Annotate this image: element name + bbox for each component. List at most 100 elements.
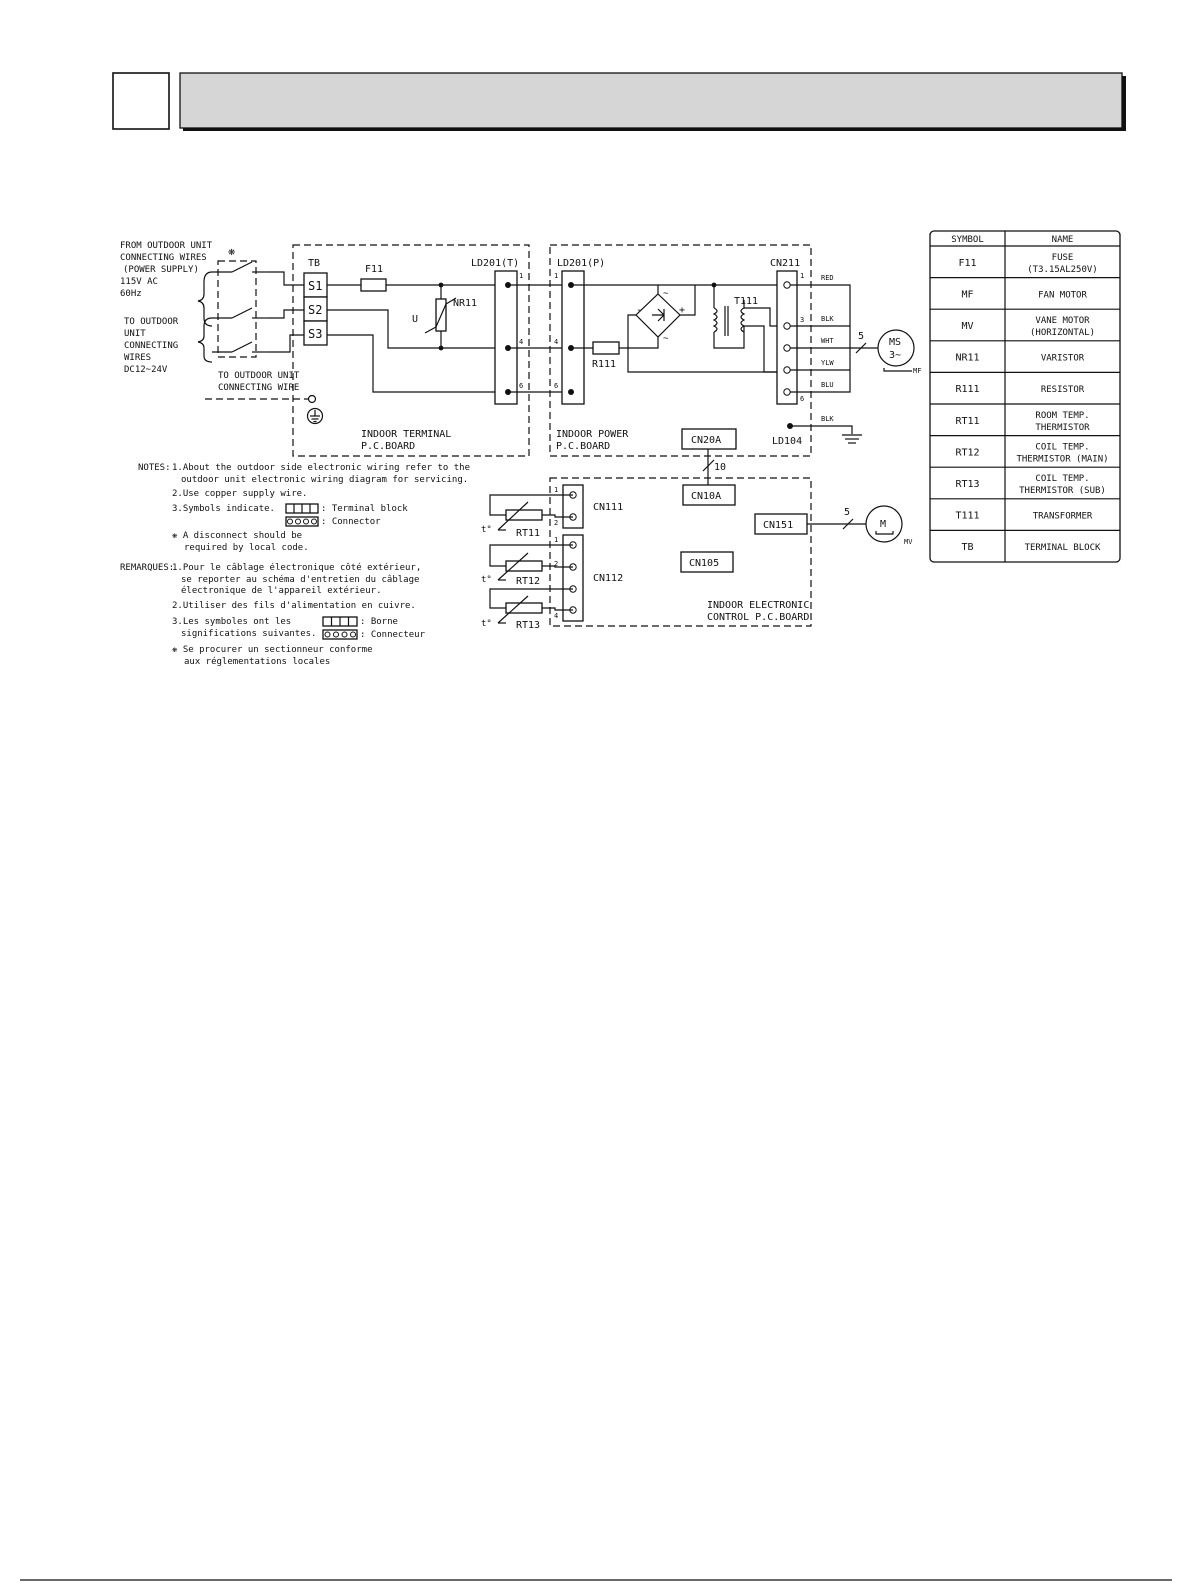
fan-motor-ms: MS 3~ MF [877, 329, 921, 375]
connector-cn20a [681, 428, 737, 450]
legend-symbol: RT11 [955, 416, 979, 427]
svg-text:t°: t° [481, 525, 492, 535]
legend-symbol: T111 [955, 511, 979, 522]
svg-text:P.C.BOARD: P.C.BOARD [361, 441, 415, 452]
ld201p-label: LD201(P) [557, 258, 605, 269]
svg-text:❋ A disconnect should be: ❋ A disconnect should be [172, 531, 302, 541]
svg-text:3: 3 [800, 316, 804, 324]
svg-text:4: 4 [554, 338, 558, 346]
svg-text:CN151: CN151 [763, 520, 793, 531]
to-outdoor-wire-label: TO OUTDOOR UNIT CONNECTING WIRE [218, 371, 300, 393]
svg-text:BLK: BLK [821, 315, 834, 323]
control-board-label: INDOOR ELECTRONIC CONTROL P.C.BOARD [707, 600, 809, 623]
svg-text:CONNECTING WIRE: CONNECTING WIRE [218, 383, 299, 393]
link-wire-count: 10 [714, 462, 726, 473]
legend-name: COIL TEMP. [1035, 474, 1089, 484]
svg-text:INDOOR ELECTRONIC: INDOOR ELECTRONIC [707, 600, 809, 611]
legend-symbol: R111 [955, 384, 979, 395]
svg-text:6: 6 [554, 382, 558, 390]
legend-symbol: RT13 [955, 479, 979, 490]
svg-text:BLK: BLK [821, 415, 834, 423]
svg-text:BLU: BLU [821, 381, 834, 389]
svg-text:-: - [636, 305, 642, 316]
svg-text:3.Symbols indicate.: 3.Symbols indicate. [172, 504, 275, 514]
legend-symbol: NR11 [955, 353, 979, 364]
svg-text:FROM OUTDOOR UNIT: FROM OUTDOOR UNIT [120, 241, 213, 251]
svg-text:RT12: RT12 [516, 576, 540, 587]
resistor-label: R111 [592, 359, 616, 370]
svg-text:t°: t° [481, 619, 492, 629]
svg-text:: Connecteur: : Connecteur [360, 630, 426, 640]
remarques-block: REMARQUES: 1.Pour le câblage électroniqu… [120, 562, 426, 667]
svg-text:se reporter au schéma d'entret: se reporter au schéma d'entretien du câb… [181, 574, 419, 585]
svg-text:~: ~ [663, 289, 669, 299]
fuse-label: F11 [365, 264, 383, 275]
legend-name: THERMISTOR (MAIN) [1016, 454, 1108, 464]
svg-text:RT11: RT11 [516, 528, 540, 539]
disconnect-switch-box [217, 260, 257, 358]
svg-text:required by local code.: required by local code. [184, 543, 309, 553]
thermistor-rt13: t° RT13 [481, 588, 573, 631]
vane-wire-count: 5 [844, 507, 850, 518]
svg-text:: Connector: : Connector [321, 517, 381, 527]
svg-text:6: 6 [800, 395, 804, 403]
fan-wire-count: 5 [858, 331, 864, 342]
svg-text:YLW: YLW [821, 359, 834, 367]
svg-text:1: 1 [519, 272, 523, 280]
svg-text:3~: 3~ [889, 350, 901, 361]
varistor-u-label: U [412, 314, 418, 325]
section-title-bar [179, 72, 1123, 129]
svg-text:M: M [880, 519, 886, 530]
legend-name: COIL TEMP. [1035, 442, 1089, 452]
svg-text:4: 4 [519, 338, 523, 346]
svg-text:INDOOR POWER: INDOOR POWER [556, 429, 629, 440]
svg-text:1.Pour le câblage électronique: 1.Pour le câblage électronique côté exté… [172, 562, 421, 573]
connector-cn10a [682, 484, 736, 506]
svg-text:RED: RED [821, 274, 834, 282]
terminal-s2: S2 [308, 303, 322, 317]
legend-symbol: TB [961, 542, 973, 553]
legend-symbol: MV [961, 321, 973, 332]
legend-header-symbol: SYMBOL [951, 235, 984, 245]
disconnect-mark: ❋ [228, 244, 236, 258]
brace-signal [197, 317, 213, 363]
svg-text:CONNECTING WIRES: CONNECTING WIRES [120, 253, 207, 263]
cn112-label: CN112 [593, 573, 623, 584]
svg-text:MS: MS [889, 337, 901, 348]
disconnect-switches [212, 261, 268, 353]
resistor-r111 [592, 341, 620, 355]
svg-text:TO OUTDOOR: TO OUTDOOR [124, 317, 179, 327]
notes-terminal-block-symbol [285, 503, 319, 514]
legend-header-name: NAME [1052, 235, 1074, 245]
svg-text:~: ~ [663, 334, 669, 344]
cn111-label: CN111 [593, 502, 623, 513]
svg-text:3.Les symboles ont les: 3.Les symboles ont les [172, 617, 291, 627]
legend-name: FUSE [1052, 253, 1074, 263]
svg-text:1: 1 [554, 536, 558, 544]
transformer-label: T111 [734, 296, 758, 307]
indoor-power-board-label: INDOOR POWER P.C.BOARD [556, 429, 629, 452]
svg-text:CN10A: CN10A [691, 491, 721, 502]
varistor-label: NR11 [453, 298, 477, 309]
legend-name: TRANSFORMER [1033, 512, 1093, 522]
legend-symbol: F11 [958, 258, 976, 269]
legend-name: (HORIZONTAL) [1030, 328, 1095, 338]
thermistor-rt12: t° RT12 [481, 544, 573, 587]
svg-text:(POWER SUPPLY): (POWER SUPPLY) [123, 265, 199, 275]
tb-label: TB [308, 258, 320, 269]
svg-text:2: 2 [554, 519, 558, 527]
svg-text:: Terminal block: : Terminal block [321, 504, 408, 514]
svg-text:WIRES: WIRES [124, 353, 151, 363]
legend-name: VANE MOTOR [1035, 316, 1090, 326]
thermistor-rt11: t° RT11 [481, 494, 573, 539]
fuse-f11 [360, 278, 387, 292]
legend-name: FAN MOTOR [1038, 290, 1087, 300]
legend-symbol: MF [961, 289, 973, 300]
svg-text:2.Utiliser des fils d'alimenta: 2.Utiliser des fils d'alimentation en cu… [172, 601, 416, 611]
ld201t-label: LD201(T) [471, 258, 519, 269]
legend-name: VARISTOR [1041, 354, 1085, 364]
notes-block: NOTES: 1.About the outdoor side electron… [138, 463, 470, 553]
legend-name: THERMISTOR (SUB) [1019, 486, 1106, 496]
